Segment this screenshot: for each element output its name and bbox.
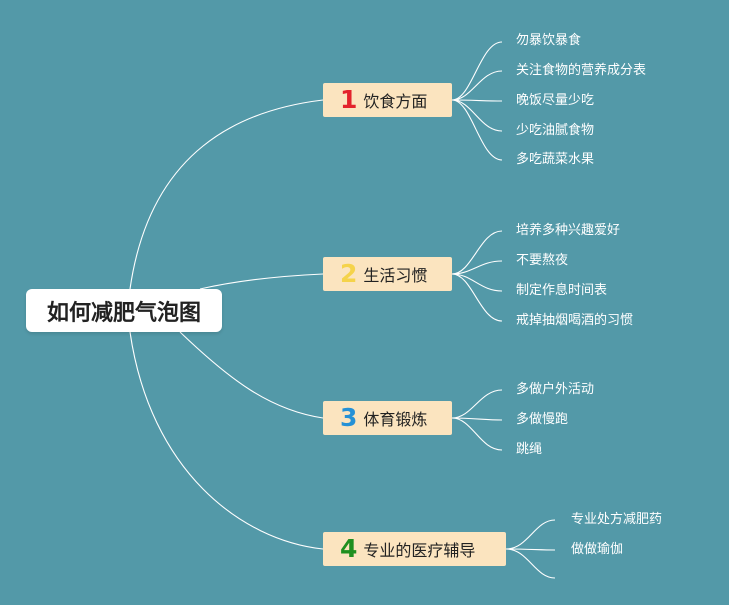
branch-number-2: 2 [340,259,358,288]
connector-b1-leaf-3 [451,99,503,102]
leaf-b2-3: 制定作息时间表 [516,283,608,298]
branch-label-2: 生活习惯 [363,266,428,285]
branch-node-2: 2 生活习惯 [323,257,452,291]
connector-b1-leaf-2 [451,70,503,101]
connector-b1-leaf-5 [451,99,503,161]
root-label: 如何减肥气泡图 [46,300,201,326]
connector-b3-leaf-1 [451,389,503,419]
leaf-b2-1: 培养多种兴趣爱好 [516,223,621,238]
branch-number-4: 4 [340,534,358,563]
connector-b4-leaf-3 [505,548,556,579]
leaf-b1-3: 晚饭尽量少吃 [516,93,595,108]
branch-label-4: 专业的医疗辅导 [363,541,476,560]
branch-node-3: 3 体育锻炼 [323,401,452,435]
leaf-b2-4: 戒掉抽烟喝酒的习惯 [516,313,634,328]
leaf-b3-1: 多做户外活动 [516,382,595,397]
connector-b1-leaf-1 [451,41,503,101]
connector-b3-leaf-3 [451,417,503,451]
branch-node-1: 1 饮食方面 [323,83,452,117]
leaf-b4-2: 做做瑜伽 [571,542,624,557]
connector-b3-leaf-2 [451,417,503,421]
branch-node-4: 4 专业的医疗辅导 [323,532,506,566]
leaf-b3-3: 跳绳 [516,442,543,457]
leaf-b4-1: 专业处方减肥药 [571,512,663,527]
connector-root-branch-2 [199,273,324,290]
leaf-b3-2: 多做慢跑 [516,412,569,427]
leaf-b1-5: 多吃蔬菜水果 [516,152,595,167]
leaf-b1-2: 关注食物的营养成分表 [516,63,647,78]
root-node: 如何减肥气泡图 [26,289,222,332]
connector-b2-leaf-1 [451,230,503,275]
branch-label-3: 体育锻炼 [363,410,428,429]
connector-root-branch-4 [129,331,324,550]
connector-b1-leaf-4 [451,99,503,132]
connector-b2-leaf-2 [451,260,503,275]
branch-label-1: 饮食方面 [363,92,428,111]
leaf-b1-4: 少吃油腻食物 [516,123,595,138]
branch-number-3: 3 [340,403,358,432]
connector-root-branch-1 [129,99,324,290]
leaf-b1-1: 勿暴饮暴食 [516,33,582,48]
connector-root-branch-3 [179,331,324,419]
connector-b2-leaf-4 [451,273,503,322]
connector-b4-leaf-1 [505,519,556,550]
branch-number-1: 1 [340,85,358,114]
leaf-b2-2: 不要熬夜 [516,253,569,268]
